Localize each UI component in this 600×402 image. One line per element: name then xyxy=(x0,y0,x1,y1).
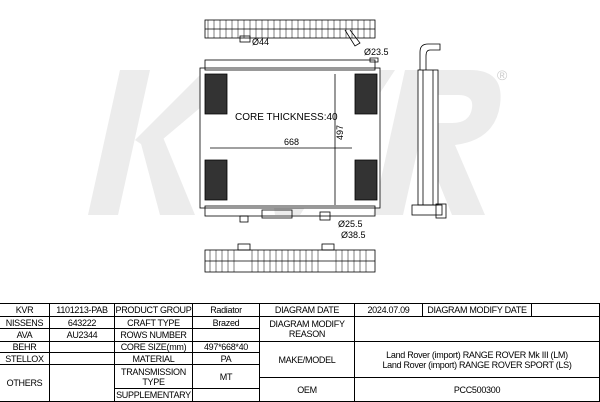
make-model-line: Land Rover (import) RANGE ROVER SPORT (L… xyxy=(382,359,572,370)
modify-reason-label: DIAGRAM MODIFY REASON xyxy=(259,316,355,342)
ava-value: AU2344 xyxy=(49,328,115,342)
make-model-value: Land Rover (import) RANGE ROVER Mk III (… xyxy=(354,341,600,378)
transmission-label: TRANSMISSION TYPE xyxy=(114,364,193,389)
supplementary-value xyxy=(192,388,260,402)
radiator-side-view xyxy=(411,43,447,219)
diagram-date-label: DIAGRAM DATE xyxy=(259,303,355,317)
diagram-modify-date-value xyxy=(531,303,600,317)
dia-38-5-label: Ø38.5 xyxy=(341,230,366,240)
supplementary-label: SUPPLEMENTARY xyxy=(114,388,193,402)
kvr-value: 1101213-PAB xyxy=(49,303,115,317)
product-group-value: Radiator xyxy=(192,303,260,317)
product-group-label: PRODUCT GROUP xyxy=(114,303,193,317)
dia-44-label: Ø44 xyxy=(252,37,270,47)
rows-number-value xyxy=(192,328,260,342)
radiator-front-view xyxy=(199,57,381,223)
rows-number-label: ROWS NUMBER xyxy=(114,328,193,342)
dia-23-5-label: Ø23.5 xyxy=(364,47,389,57)
core-thickness-label: CORE THICKNESS:40 xyxy=(235,112,338,123)
registered-mark: ® xyxy=(497,67,508,83)
ava-label: AVA xyxy=(0,328,50,342)
oem-label: OEM xyxy=(259,377,355,402)
top-tank-view xyxy=(204,19,376,47)
make-model-line: Land Rover (import) RANGE ROVER Mk III (… xyxy=(386,349,568,360)
kvr-label: KVR xyxy=(0,303,50,317)
transmission-value: MT xyxy=(192,364,260,389)
diagram-modify-date-label: DIAGRAM MODIFY DATE xyxy=(422,303,532,317)
oem-value: PCC500300 xyxy=(354,377,600,402)
modify-reason-value xyxy=(354,316,600,342)
diagram-date-value: 2024.07.09 xyxy=(354,303,423,317)
radiator-drawing xyxy=(199,19,447,273)
bottom-tank-view xyxy=(204,243,376,273)
others-label: OTHERS xyxy=(0,364,50,402)
make-model-label: MAKE/MODEL xyxy=(259,341,355,378)
others-value xyxy=(49,364,115,402)
width-dimension: 668 xyxy=(284,137,300,147)
dia-25-5-label: Ø25.5 xyxy=(338,219,363,229)
height-dimension: 497 xyxy=(335,124,346,141)
